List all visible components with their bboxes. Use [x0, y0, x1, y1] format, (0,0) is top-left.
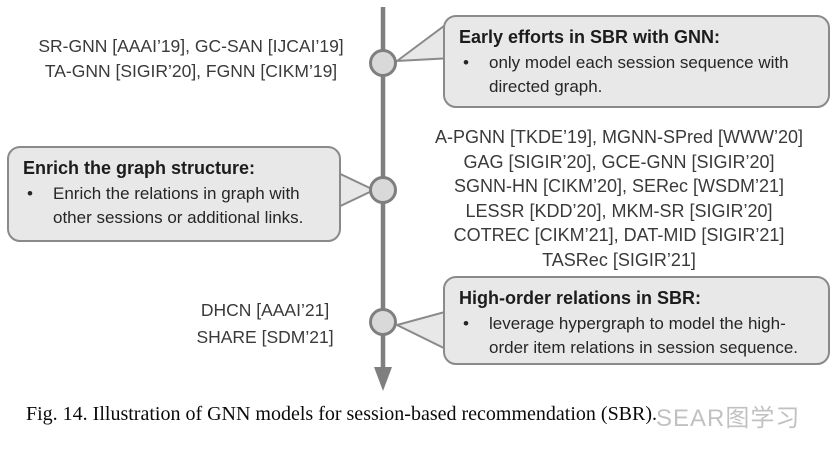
callout-title: High-order relations in SBR: [459, 288, 702, 308]
figure-caption: Fig. 14. Illustration of GNN models for … [26, 403, 658, 425]
callout-title: Early efforts in SBR with GNN: [459, 27, 721, 47]
callout-high-order: High-order relations in SBR: • leverage … [443, 276, 830, 365]
callout-bullet-item: • only model each session sequence with … [459, 51, 814, 98]
callout-bullet-text: only model each session sequence with di… [489, 53, 789, 96]
timeline-node-2 [369, 176, 397, 204]
model-list-line: LESSR [KDD’20], MKM-SR [SIGIR’20] [465, 200, 773, 221]
model-list-line: GAG [SIGIR’20], GCE-GNN [SIGIR’20] [463, 151, 775, 172]
model-list-line: SR-GNN [AAAI’19], GC-SAN [IJCAI’19] [38, 36, 344, 56]
callout-early-efforts: Early efforts in SBR with GNN: • only mo… [443, 15, 830, 108]
timeline-node-3 [369, 308, 397, 336]
callout-bullet-text: Enrich the relations in graph with other… [53, 184, 304, 227]
callout-title: Enrich the graph structure: [23, 158, 256, 178]
model-list-stage2: A-PGNN [TKDE’19], MGNN-SPred [WWW’20] GA… [400, 125, 838, 273]
watermark: SEAR图学习 [656, 405, 801, 432]
callout-bullet-item: • Enrich the relations in graph with oth… [23, 182, 325, 229]
bullet-icon: • [463, 53, 469, 72]
bullet-icon: • [27, 184, 33, 203]
bullet-icon: • [463, 314, 469, 333]
model-list-stage1: SR-GNN [AAAI’19], GC-SAN [IJCAI’19] TA-G… [22, 34, 360, 84]
model-list-line: COTREC [CIKM’21], DAT-MID [SIGIR’21] [453, 225, 785, 246]
model-list-stage3: DHCN [AAAI’21] SHARE [SDM’21] [170, 297, 360, 351]
arrow-down-icon [374, 367, 392, 391]
callout-enrich-graph: Enrich the graph structure: • Enrich the… [7, 146, 341, 242]
model-list-line: TA-GNN [SIGIR’20], FGNN [CIKM’19] [44, 61, 338, 81]
model-list-line: SGNN-HN [CIKM’20], SERec [WSDM’21] [453, 176, 785, 197]
timeline-node-1 [369, 49, 397, 77]
model-list-line: TASRec [SIGIR’21] [542, 249, 696, 270]
callout-bullet-text: leverage hypergraph to model the high-or… [489, 314, 798, 357]
callout-bullet-item: • leverage hypergraph to model the high-… [459, 312, 814, 359]
model-list-line: DHCN [AAAI’21] [200, 300, 330, 320]
model-list-line: SHARE [SDM’21] [196, 327, 334, 347]
model-list-line: A-PGNN [TKDE’19], MGNN-SPred [WWW’20] [434, 127, 804, 147]
